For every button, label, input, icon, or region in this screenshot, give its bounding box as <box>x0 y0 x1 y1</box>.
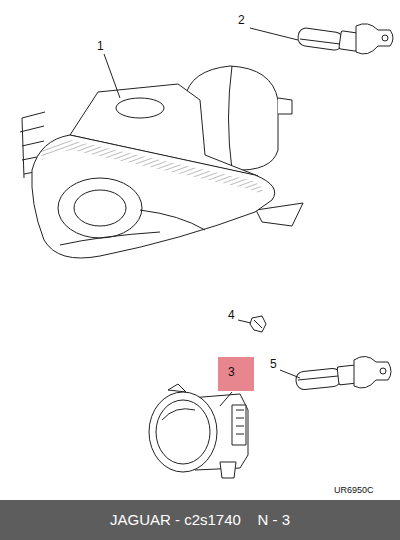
headlamp-bulb <box>297 24 393 54</box>
callout-number: 5 <box>270 358 277 370</box>
footer-caption: JAGUAR - c2s1740 N - 3 <box>0 512 400 527</box>
drawing-code: UR6950C <box>334 486 374 495</box>
headlamp-unit <box>20 66 303 258</box>
highlight-box: 3 <box>218 357 254 391</box>
callout-number: 3 <box>228 366 254 378</box>
leader-lines <box>104 28 300 406</box>
callout-number: 4 <box>228 309 235 321</box>
callout-number: 2 <box>238 14 245 26</box>
callout-number: 1 <box>97 40 104 52</box>
fog-lamp <box>149 384 248 478</box>
clip <box>250 316 266 332</box>
fog-bulb <box>295 356 391 390</box>
